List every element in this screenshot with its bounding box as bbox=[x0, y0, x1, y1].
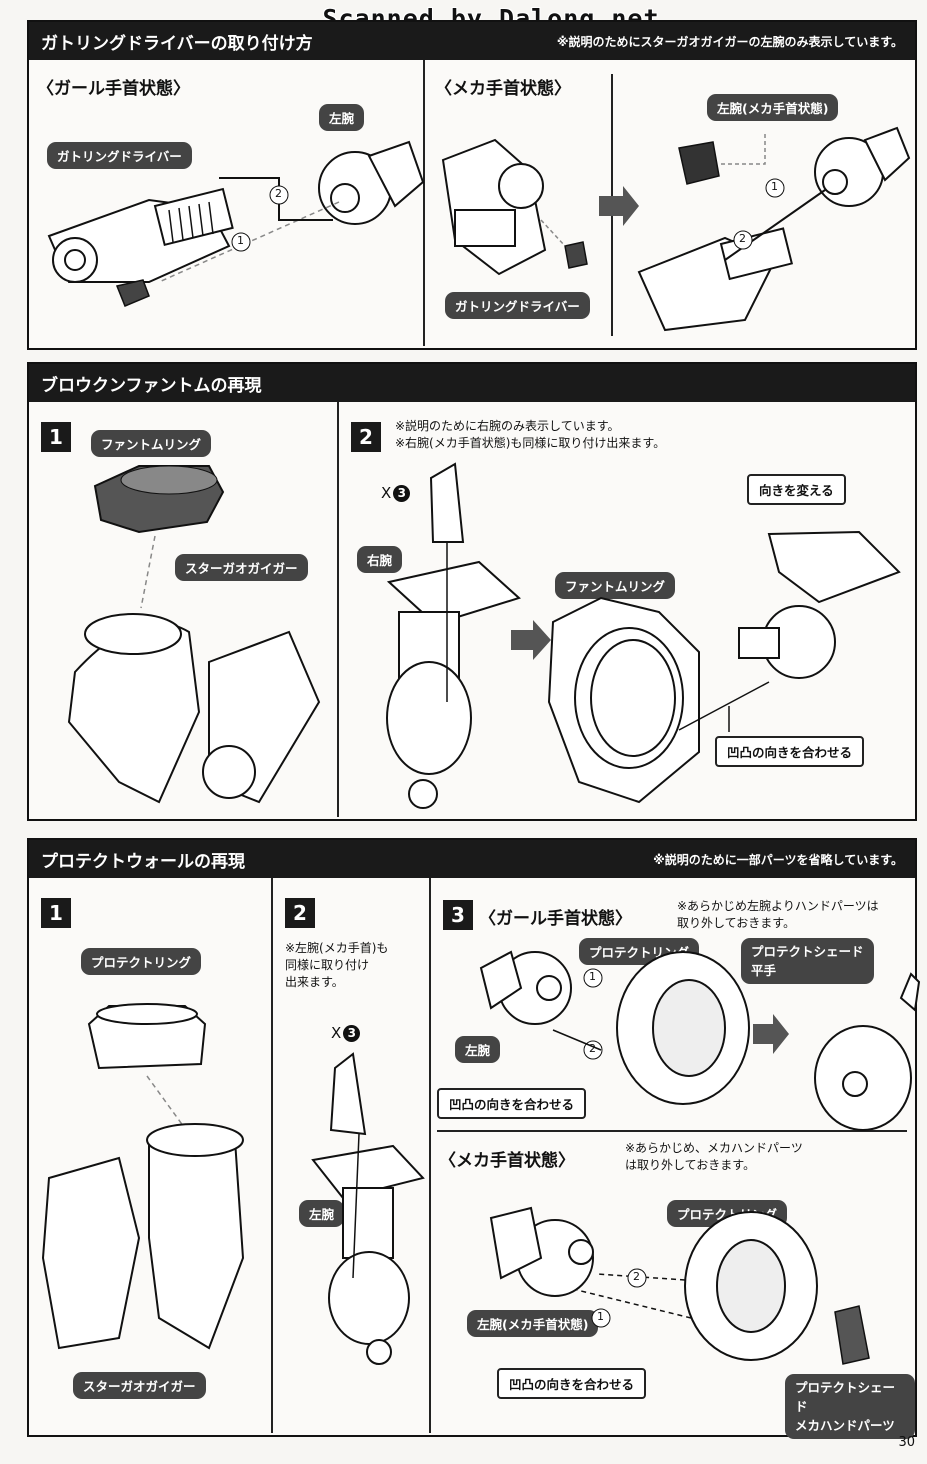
quantity-marker: X 3 bbox=[381, 484, 411, 502]
label-star-gaogaigar: スターガオガイガー bbox=[175, 554, 308, 581]
step-note: ※説明のために右腕のみ表示しています。 ※右腕(メカ手首状態)も同様に取り付け出… bbox=[395, 419, 666, 450]
gatling-driver-part bbox=[47, 187, 234, 283]
section-protect-wall: プロテクトウォールの再現 ※説明のために一部パーツを省略しています。 1 プロテ… bbox=[27, 838, 921, 1439]
gatling-driver-part bbox=[441, 138, 547, 276]
step-marker-1: 1 bbox=[237, 234, 244, 247]
label-protect-shade-mecha: プロテクトシェード メカハンドパーツ bbox=[785, 1374, 915, 1439]
label-protect-ring: プロテクトリング bbox=[81, 948, 202, 975]
step-number: 3 bbox=[443, 900, 473, 930]
mecha-note: ※あらかじめ、メカハンドパーツ は取り外しておきます。 bbox=[625, 1141, 803, 1172]
robot-body-part bbox=[41, 1123, 245, 1350]
fin-part bbox=[329, 1052, 367, 1136]
panel-title: 〈メカ手首状態〉 bbox=[435, 79, 571, 99]
mecha-hand-part bbox=[678, 141, 720, 185]
section-header: プロテクトウォールの再現 ※説明のために一部パーツを省略しています。 bbox=[29, 840, 915, 878]
label-protect-shade-flat: プロテクトシェード 平手 bbox=[741, 938, 874, 984]
step-note: ※左腕(メカ手首)も 同様に取り付け 出来ます。 bbox=[285, 941, 389, 989]
panel-step-2: 2 ※左腕(メカ手首)も 同様に取り付け 出来ます。 X 3 左腕 bbox=[273, 878, 431, 1433]
label-left-arm: 左腕 bbox=[299, 1200, 345, 1227]
mecha-hand-part bbox=[564, 241, 588, 269]
protect-ring-part bbox=[87, 1003, 207, 1070]
panel-title: 〈ガール手首状態〉 bbox=[479, 909, 632, 929]
phantom-ring-step1-illustration bbox=[67, 465, 321, 804]
label-star-gaogaigar: スターガオガイガー bbox=[73, 1372, 206, 1399]
robot-arm-part bbox=[67, 613, 321, 804]
label-align-notches: 凹凸の向きを合わせる bbox=[715, 736, 865, 767]
label-phantom-ring: ファントムリング bbox=[91, 430, 212, 457]
section-note: ※説明のために一部パーツを省略しています。 bbox=[653, 852, 903, 867]
mecha-hand-part bbox=[834, 1305, 870, 1365]
phantom-ring-large bbox=[547, 596, 700, 804]
protect-ring-part bbox=[684, 1211, 818, 1361]
hand-part bbox=[115, 279, 150, 307]
panel-step-3: 3 〈ガール手首状態〉 ※あらかじめ左腕よりハンドパーツは 取り外しておきます。… bbox=[431, 878, 921, 1439]
panel-mecha-wrist: 〈メカ手首状態〉 左腕(メカ手首状態) ガトリングドライバー bbox=[425, 60, 915, 346]
section-header: ガトリングドライバーの取り付け方 ※説明のためにスターガオガイガーの左腕のみ表示… bbox=[29, 22, 915, 60]
step-number: 2 bbox=[351, 422, 381, 452]
step-number: 1 bbox=[41, 898, 71, 928]
section-title: プロテクトウォールの再現 bbox=[41, 851, 245, 872]
protect-ring-part bbox=[616, 951, 750, 1105]
label-align-notches: 凹凸の向きを合わせる bbox=[497, 1368, 647, 1399]
protect-ring-mecha-illustration bbox=[489, 1206, 870, 1365]
panel-step-1: 1 ファントムリング スターガオガイガー bbox=[29, 402, 339, 817]
step-marker-2: 2 bbox=[275, 187, 282, 200]
protect-ring-step1-illustration bbox=[41, 1003, 245, 1350]
left-arm-part bbox=[318, 140, 425, 225]
section-gatling-driver: ガトリングドライバーの取り付け方 ※説明のためにスターガオガイガーの左腕のみ表示… bbox=[27, 20, 917, 350]
arrow-icon bbox=[599, 186, 639, 226]
left-arm-mecha-part bbox=[637, 126, 911, 332]
label-left-arm: 左腕 bbox=[455, 1036, 501, 1063]
section-title: ブロウクンファントムの再現 bbox=[41, 375, 262, 396]
protect-ring-step2-illustration bbox=[311, 1052, 425, 1365]
label-turn-direction: 向きを変える bbox=[747, 474, 846, 505]
times-prefix: X bbox=[381, 484, 392, 502]
label-gatling-driver: ガトリングドライバー bbox=[47, 142, 192, 169]
label-left-arm: 左腕 bbox=[319, 104, 365, 131]
panel-step-1: 1 プロテクトリング スターガオガイガー bbox=[29, 878, 273, 1433]
turned-part bbox=[738, 530, 901, 679]
times-count: 3 bbox=[393, 484, 411, 502]
left-arm-mecha-part bbox=[489, 1206, 594, 1297]
label-align-notches: 凹凸の向きを合わせる bbox=[437, 1088, 587, 1119]
panel-title: 〈ガール手首状態〉 bbox=[37, 79, 190, 99]
label-left-arm-mecha: 左腕(メカ手首状態) bbox=[707, 94, 839, 121]
section-broken-phantom: ブロウクンファントムの再現 1 ファントムリング スターガオガイガー 2 ※説明… bbox=[27, 362, 917, 821]
protect-ring-girl-illustration bbox=[479, 950, 921, 1131]
step-note: ※あらかじめ左腕よりハンドパーツは 取り外しておきます。 bbox=[677, 899, 879, 930]
divider bbox=[437, 1130, 907, 1132]
step-marker-2: 2 bbox=[633, 1270, 640, 1283]
right-arm-part bbox=[386, 560, 521, 809]
mecha-wrist-illustration bbox=[441, 126, 911, 332]
arrow-icon bbox=[753, 1014, 789, 1054]
step-marker-2: 2 bbox=[589, 1042, 596, 1055]
panel-step-2: 2 ※説明のために右腕のみ表示しています。 ※右腕(メカ手首状態)も同様に取り付… bbox=[339, 402, 915, 817]
times-prefix: X bbox=[331, 1024, 342, 1042]
assembled-part bbox=[814, 972, 921, 1131]
page-number: 30 bbox=[898, 1435, 915, 1450]
step-marker-1: 1 bbox=[597, 1310, 604, 1323]
quantity-marker: X 3 bbox=[331, 1024, 361, 1042]
phantom-ring-step2-illustration bbox=[386, 462, 901, 809]
step-marker-2: 2 bbox=[739, 232, 746, 245]
times-count: 3 bbox=[343, 1024, 361, 1042]
section-title: ガトリングドライバーの取り付け方 bbox=[41, 33, 313, 54]
label-right-arm: 右腕 bbox=[357, 546, 403, 573]
label-left-arm-mecha: 左腕(メカ手首状態) bbox=[467, 1310, 599, 1337]
mecha-panel-title: 〈メカ手首状態〉 bbox=[439, 1151, 575, 1171]
label-gatling-driver: ガトリングドライバー bbox=[445, 292, 590, 319]
step-marker-1: 1 bbox=[771, 180, 778, 193]
girl-wrist-illustration bbox=[47, 140, 425, 307]
arrow-icon bbox=[511, 620, 551, 660]
left-arm-part bbox=[479, 950, 572, 1025]
panel-girl-wrist: 〈ガール手首状態〉 ガトリングドライバー 左腕 bbox=[29, 60, 425, 346]
step-number: 1 bbox=[41, 422, 71, 452]
label-phantom-ring: ファントムリング bbox=[555, 572, 676, 599]
section-note: ※説明のためにスターガオガイガーの左腕のみ表示しています。 bbox=[556, 34, 903, 49]
step-number: 2 bbox=[285, 898, 315, 928]
fin-part bbox=[429, 462, 465, 543]
step-marker-1: 1 bbox=[589, 970, 596, 983]
section-header: ブロウクンファントムの再現 bbox=[29, 364, 915, 402]
left-arm-part bbox=[311, 1144, 425, 1365]
